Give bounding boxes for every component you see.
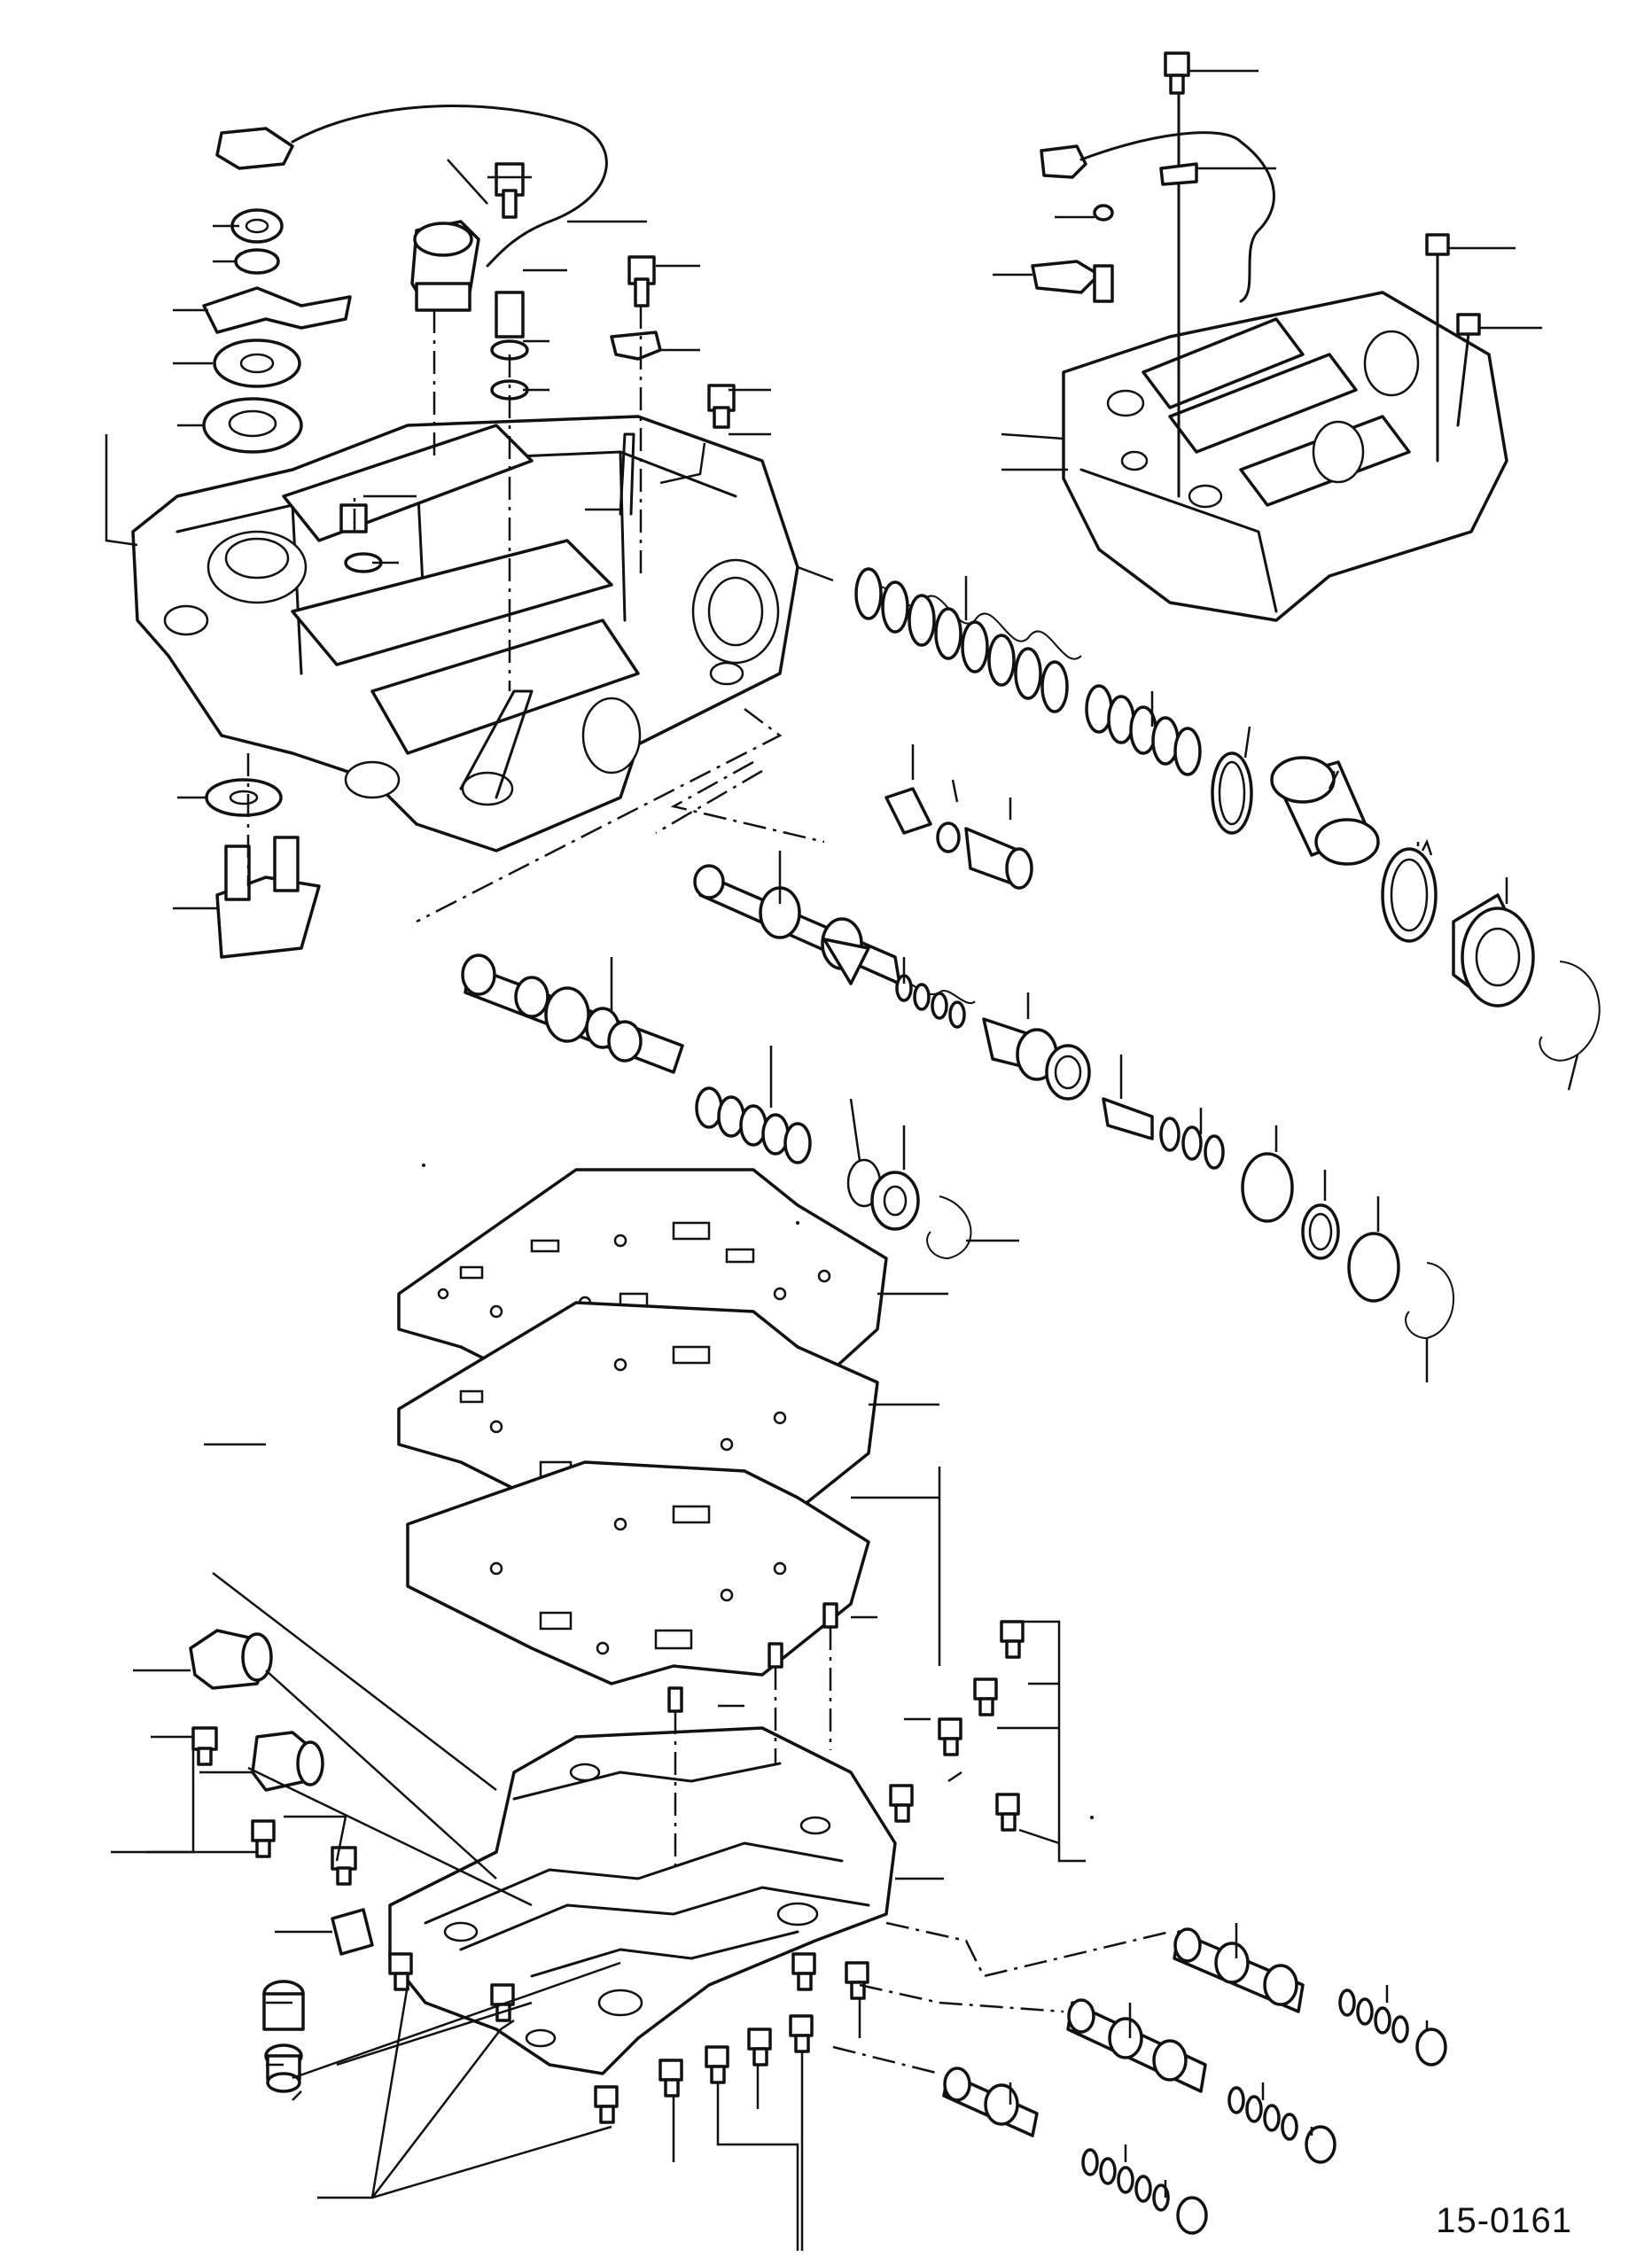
upper-valve-body <box>131 415 799 852</box>
figure-code: 15-0161 <box>1436 2201 1572 2240</box>
leader-lines-upper-left <box>105 159 771 910</box>
valve-spools <box>416 708 1454 1382</box>
upper-small-parts <box>202 105 736 959</box>
separator-plate-3 <box>406 1460 870 1685</box>
plate-leaders <box>851 1292 948 1499</box>
inset-assembled-valve-body <box>993 51 1542 622</box>
lower-left-parts <box>189 1629 869 2124</box>
scan-specks <box>422 1164 1094 1819</box>
accumulator-row <box>797 565 1601 1091</box>
lower-right-bolts <box>667 1602 1025 1870</box>
assembly-axes-upper <box>246 306 643 886</box>
leader-lines-lower <box>111 1443 1429 2251</box>
lower-valve-body <box>388 1726 897 2075</box>
lower-right-spools <box>832 1921 1447 2235</box>
